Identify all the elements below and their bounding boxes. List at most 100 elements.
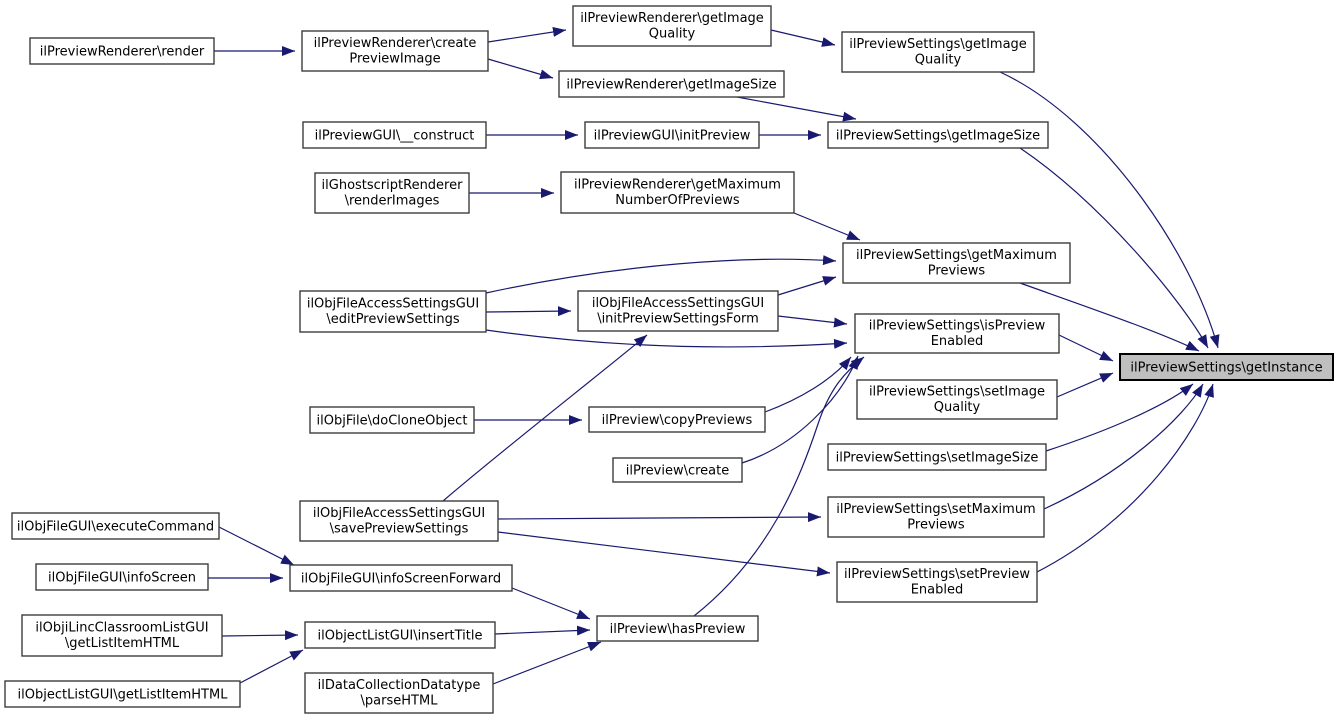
node-box[interactable]	[11, 512, 220, 540]
node-label: ilObjFile\doCloneObject	[317, 414, 468, 429]
node-box[interactable]	[584, 121, 760, 149]
node-copy-previews[interactable]: ilPreview\copyPreviews	[588, 406, 766, 433]
edge-init-preview-settings-form--settings-get-maximum-previews	[777, 276, 837, 296]
node-box[interactable]	[577, 290, 779, 332]
node-label: ilObjFileGUI\infoScreen	[48, 571, 196, 586]
node-settings-set-image-size[interactable]: ilPreviewSettings\setImageSize	[827, 443, 1047, 471]
edge-settings-get-image-size--settings-get-instance	[1019, 147, 1209, 349]
node-box[interactable]	[572, 5, 772, 47]
edge-settings-get-maximum-previews--settings-get-instance	[1019, 282, 1200, 352]
node-box[interactable]	[596, 615, 759, 642]
node-label: ilPreview\create	[626, 464, 729, 479]
node-label: ilPreviewRenderer\getImageSize	[566, 78, 776, 93]
node-label: ilObjFileAccessSettingsGUI\editPreviewSe…	[307, 297, 479, 328]
node-box[interactable]	[301, 30, 489, 72]
node-execute-command[interactable]: ilObjFileGUI\executeCommand	[11, 512, 220, 540]
node-box[interactable]	[841, 31, 1035, 73]
edge-settings-is-preview-enabled--settings-get-instance	[1058, 334, 1114, 362]
node-box[interactable]	[827, 121, 1049, 149]
node-box[interactable]	[854, 313, 1060, 354]
node-box[interactable]	[289, 564, 513, 592]
node-box[interactable]	[299, 290, 487, 333]
edges-layer	[208, 27, 1220, 685]
node-box[interactable]	[827, 443, 1047, 471]
node-datacollection-parse-html[interactable]: ilDataCollectionDatatype\parseHTML	[304, 672, 494, 714]
edge-execute-command--info-screen-forward	[218, 526, 295, 566]
edge-preview-create--settings-is-preview-enabled	[741, 355, 859, 464]
node-box[interactable]	[21, 614, 223, 657]
node-box[interactable]	[302, 121, 487, 149]
node-box[interactable]	[309, 406, 475, 434]
edge-settings-set-image-quality--settings-get-instance	[1056, 372, 1114, 398]
edge-save-preview-settings--settings-set-maximum-previews	[497, 512, 822, 523]
node-box[interactable]	[560, 171, 795, 214]
nodes-layer: ilPreviewRenderer\render ilPreviewRendere…	[4, 5, 1334, 714]
node-box[interactable]	[4, 680, 241, 708]
node-box[interactable]	[856, 379, 1058, 420]
node-box[interactable]	[836, 561, 1038, 603]
node-ilinc-get-list-item-html[interactable]: ilObjiLincClassroomListGUI\getListItemHT…	[21, 614, 223, 657]
node-insert-title[interactable]: ilObjectListGUI\insertTitle	[304, 621, 496, 649]
node-box[interactable]	[314, 172, 470, 214]
node-label: ilObjiLincClassroomListGUI\getListItemHT…	[35, 621, 208, 652]
node-box[interactable]	[299, 500, 499, 542]
node-label: ilPreviewSettings\setImageSize	[836, 451, 1039, 466]
node-renderer-get-image-size[interactable]: ilPreviewRenderer\getImageSize	[558, 70, 785, 98]
node-gui-init-preview[interactable]: ilPreviewGUI\initPreview	[584, 121, 760, 149]
node-info-screen[interactable]: ilObjFileGUI\infoScreen	[35, 563, 209, 591]
node-box[interactable]	[827, 496, 1045, 538]
edge-create-preview-image--renderer-get-image-quality	[487, 27, 567, 43]
node-box[interactable]	[304, 672, 494, 714]
node-edit-preview-settings[interactable]: ilObjFileAccessSettingsGUI\editPreviewSe…	[299, 290, 487, 333]
node-box[interactable]	[612, 457, 743, 483]
node-settings-get-instance[interactable]: ilPreviewSettings\getInstance	[1119, 353, 1334, 381]
node-render[interactable]: ilPreviewRenderer\render	[29, 37, 215, 65]
node-box[interactable]	[29, 37, 215, 65]
node-preview-create[interactable]: ilPreview\create	[612, 457, 743, 483]
edge-init-preview-settings-form--settings-is-preview-enabled	[777, 315, 848, 328]
node-label: ilObjFileAccessSettingsGUI\initPreviewSe…	[592, 296, 764, 327]
node-box[interactable]	[35, 563, 209, 591]
edge-renderer-get-image-size--settings-get-image-size	[736, 96, 857, 122]
node-has-preview[interactable]: ilPreview\hasPreview	[596, 615, 759, 642]
edge-settings-set-image-size--settings-get-instance	[1045, 383, 1194, 452]
edge-edit-preview-settings--init-preview-settings-form	[485, 306, 572, 317]
node-box[interactable]	[1119, 353, 1334, 381]
node-do-clone-object[interactable]: ilObjFile\doCloneObject	[309, 406, 475, 434]
node-box[interactable]	[588, 406, 766, 433]
node-save-preview-settings[interactable]: ilObjFileAccessSettingsGUI\savePreviewSe…	[299, 500, 499, 542]
node-box[interactable]	[842, 242, 1071, 284]
node-ghostscript-render-images[interactable]: ilGhostscriptRenderer\renderImages	[314, 172, 470, 214]
edge-copy-previews--settings-is-preview-enabled	[764, 356, 852, 413]
node-info-screen-forward[interactable]: ilObjFileGUI\infoScreenForward	[289, 564, 513, 592]
node-init-preview-settings-form[interactable]: ilObjFileAccessSettingsGUI\initPreviewSe…	[577, 290, 779, 332]
node-objectlist-get-list-item-html[interactable]: ilObjectListGUI\getListItemHTML	[4, 680, 241, 708]
node-label: ilDataCollectionDatatype\parseHTML	[318, 678, 481, 709]
node-box[interactable]	[304, 621, 496, 649]
edge-save-preview-settings--init-preview-settings-form	[442, 334, 648, 502]
node-label: ilPreviewSettings\getImageSize	[836, 129, 1040, 144]
edge-ilinc-get-list-item-html--insert-title	[221, 630, 299, 641]
edge-info-screen-forward--has-preview	[511, 587, 591, 620]
node-box[interactable]	[558, 70, 785, 98]
node-gui-construct[interactable]: ilPreviewGUI\__construct	[302, 121, 487, 149]
edge-objectlist-get-list-item-html--insert-title	[239, 649, 304, 684]
node-settings-get-image-size[interactable]: ilPreviewSettings\getImageSize	[827, 121, 1049, 149]
node-label: ilObjFileAccessSettingsGUI\savePreviewSe…	[313, 506, 485, 537]
